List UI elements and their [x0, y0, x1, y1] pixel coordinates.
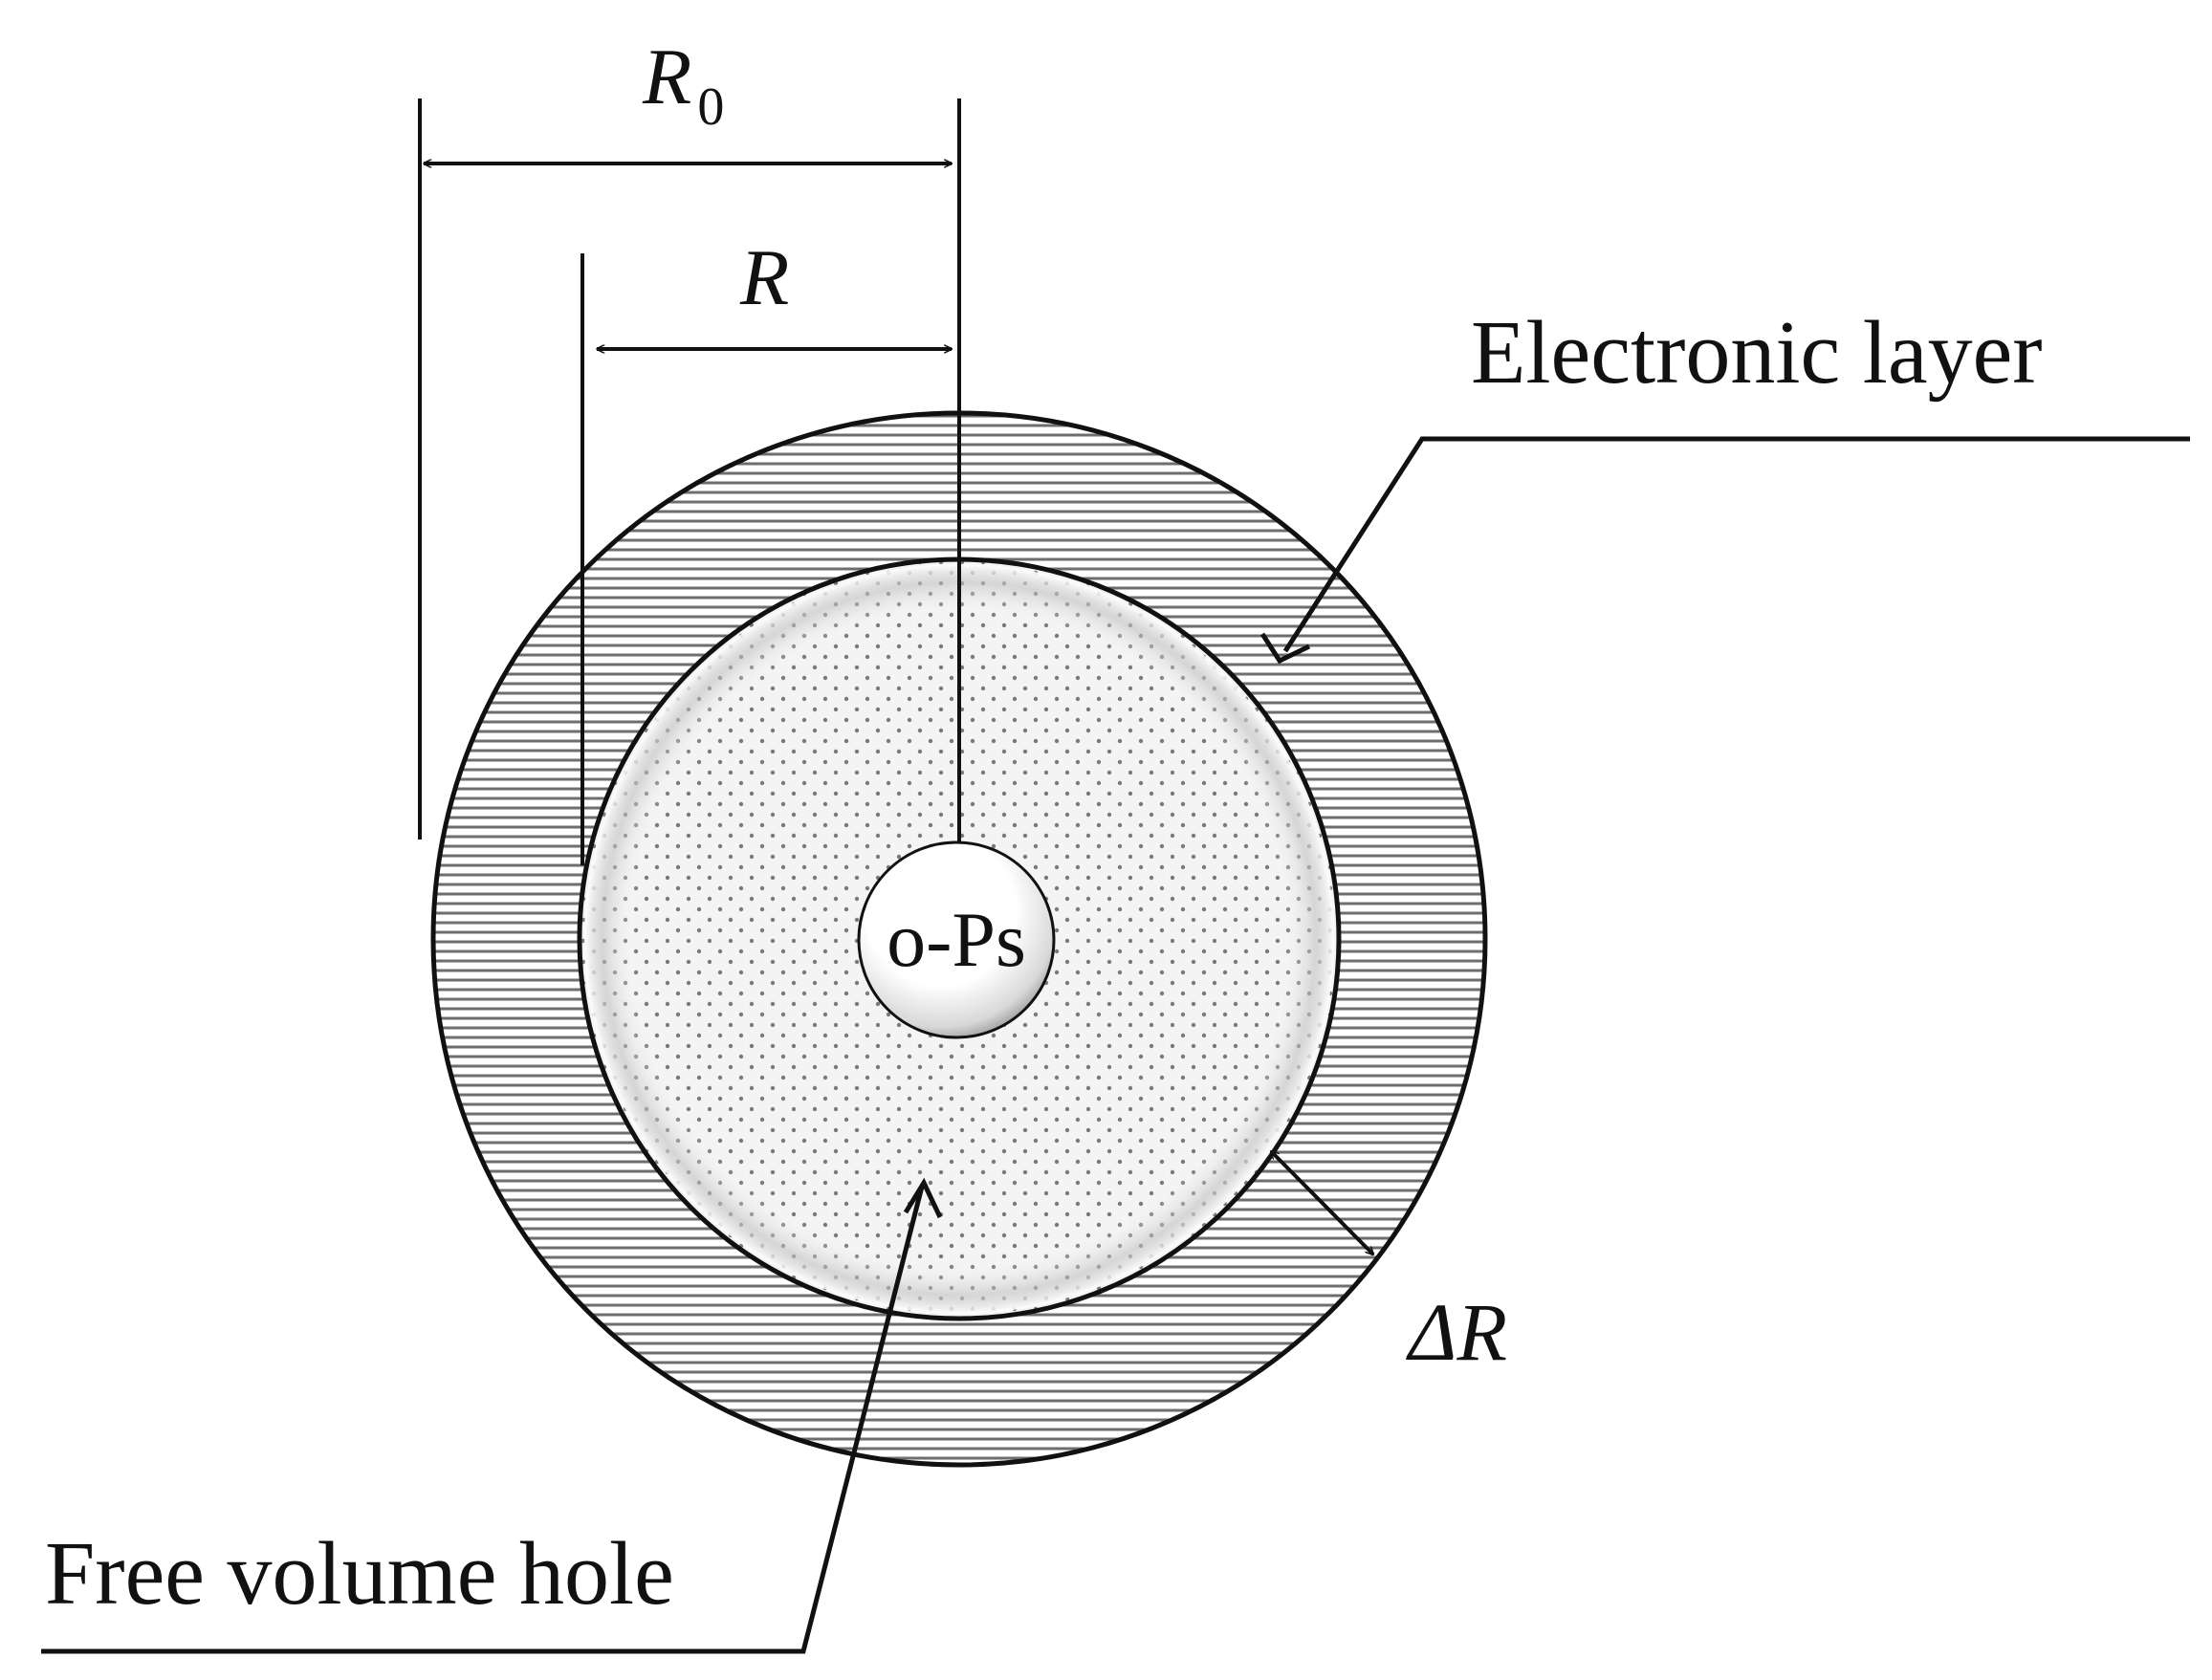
- free-volume-hole-label: Free volume hole: [45, 1524, 674, 1624]
- delta-r-arrow: [1271, 1151, 1373, 1255]
- electronic-layer-leader: [1282, 436, 2190, 653]
- free-volume-hole-leader-arrow: [903, 1177, 943, 1219]
- r-label: R: [739, 233, 789, 322]
- electronic-layer-leader-arrow: [1259, 632, 1311, 665]
- electronic-layer-label: Electronic layer: [1471, 303, 2043, 403]
- delta-r-label: ΔR: [1406, 1286, 1507, 1378]
- free-volume-hole-leader: [41, 1186, 925, 1654]
- ops-label: o-Ps: [887, 896, 1026, 983]
- ops-particle: [857, 840, 1056, 1039]
